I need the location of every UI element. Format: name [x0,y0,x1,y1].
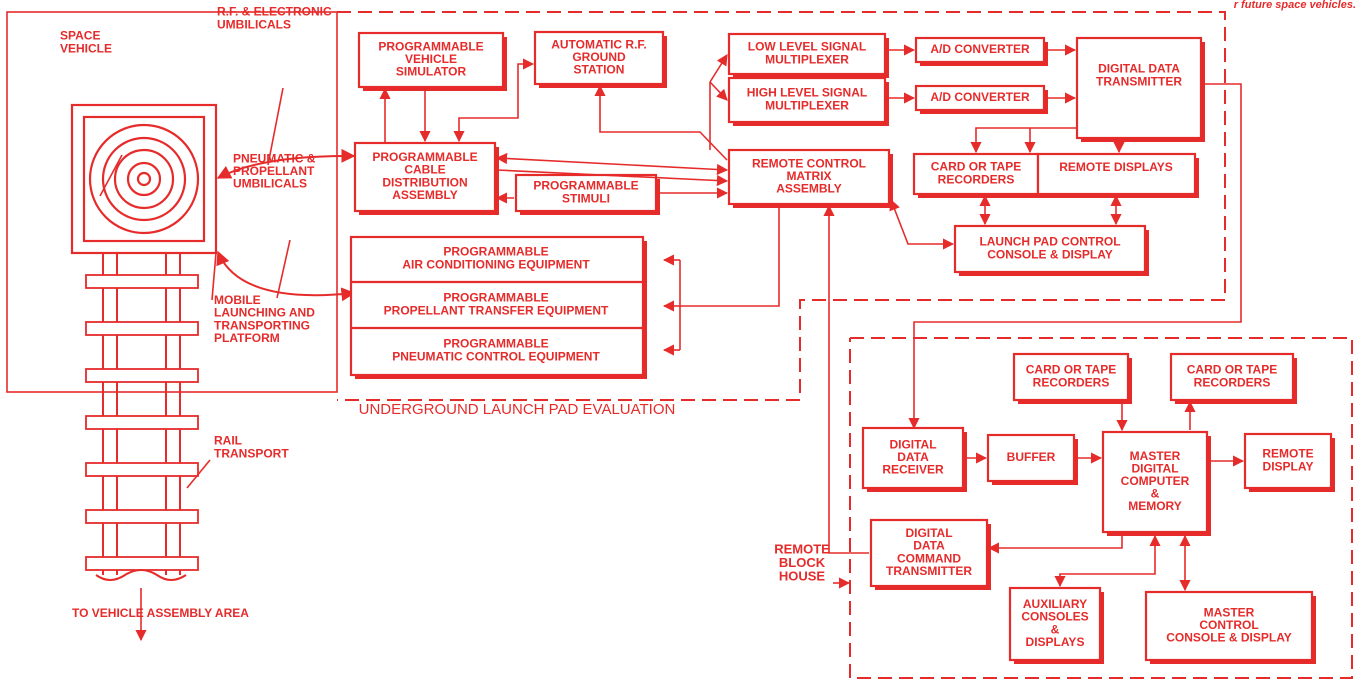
to-vehicle-assembly-label: TO VEHICLE ASSEMBLY AREA [72,606,249,620]
rail-track [85,253,199,581]
ad-converter-2-label: A/D CONVERTER [930,90,1030,104]
rf-umbilical-line [216,148,356,179]
rail-tie [85,274,199,289]
ad-converter-1-block: A/D CONVERTER [914,36,1048,66]
launch-pad-region: UNDERGROUND LAUNCH PAD EVALUATION PROGRA… [337,11,1242,430]
remote-displays-block: REMOTE DISPLAYS [1036,152,1199,198]
caption-fragment: r future space vehicles. [1234,0,1356,11]
rail-tie [85,415,199,430]
leader-pneumatic-umbilicals [276,239,291,299]
rail-tie [85,462,199,477]
rail-tie [85,509,199,524]
pneumatic-umbilical-line [216,250,356,302]
leader-space-vehicle [99,154,123,197]
blockhouse-connections [965,400,1245,592]
leader-platform [211,252,217,301]
command-to-matrix-line [823,204,869,554]
transmitter-to-receiver-line [908,83,1242,430]
rail-tie [85,368,199,383]
launch-site-frame [6,11,338,393]
ad-converter-2-block: A/D CONVERTER [914,84,1048,114]
leader-rail [186,459,211,489]
pad-connections [379,44,1125,356]
rail-tie [85,321,199,336]
remote-displays-label: REMOTE DISPLAYS [1059,160,1173,174]
space-vehicle-symbol [70,103,218,255]
rail-tie [85,556,199,571]
buffer-block: BUFFER [986,433,1078,485]
ad-converter-1-label: A/D CONVERTER [930,42,1030,56]
buffer-label: BUFFER [1007,450,1056,464]
launch-pad-region-label: UNDERGROUND LAUNCH PAD EVALUATION [359,401,676,418]
leader-rf-umbilicals [267,87,284,166]
